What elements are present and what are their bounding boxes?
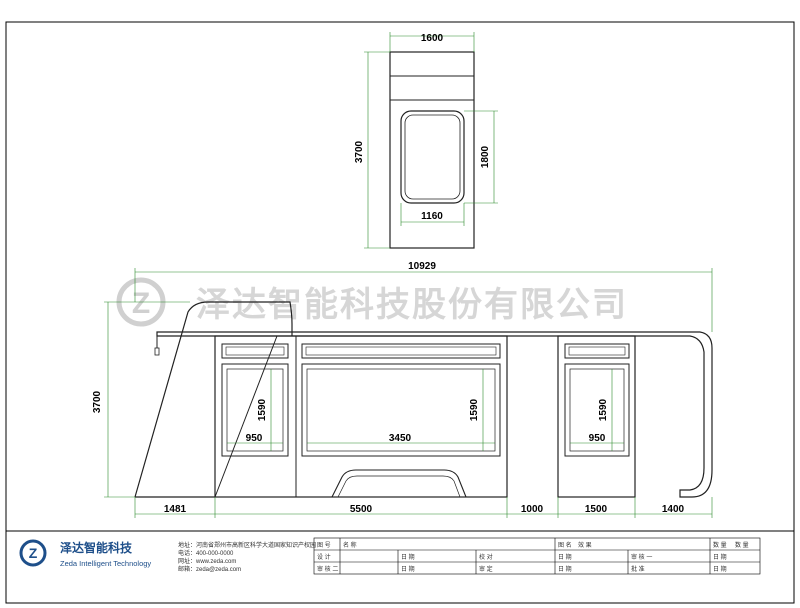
dim-window-height: 1800	[480, 145, 491, 168]
center-header-inner	[305, 346, 497, 356]
dim-total-height: 3700	[92, 390, 103, 413]
plan-dimensions: 1600 3700 1800 1160	[354, 32, 498, 249]
dim-bottom-1: 1481	[164, 504, 187, 515]
dim-left-window-height: 1590	[257, 398, 268, 421]
company-logo-letter: Z	[29, 545, 38, 561]
sheet-frame	[5, 21, 795, 604]
cell-review-2: 审 核 二	[317, 565, 338, 573]
right-header-box	[564, 343, 630, 359]
watermark-company-name: 泽达智能科技股份有限公司	[196, 286, 628, 324]
cell-approve-final: 审 定	[479, 565, 493, 573]
center-window-inner	[306, 368, 496, 452]
hook-lamp	[154, 347, 160, 356]
front-dimensions: 10929 3700 1590 1590 1590 950 3450 950	[92, 261, 713, 518]
left-window-outer	[221, 363, 289, 457]
dim-bottom-2: 5500	[350, 504, 373, 515]
main-body	[214, 335, 508, 498]
cell-review-1: 审 核 一	[631, 553, 652, 561]
cell-check: 校 对	[479, 553, 493, 561]
cell-drawing-no: 图 号	[317, 542, 331, 549]
cell-date: 日 期	[713, 553, 727, 561]
plan-window-outer	[400, 110, 465, 204]
cell-date: 日 期	[401, 565, 415, 573]
contact-line: 电话：400-000-0000	[178, 549, 234, 557]
left-slant-inner	[214, 335, 278, 498]
contact-info: 地址：河南省郑州市高新区科学大道国家知识产权园 电话：400-000-0000 …	[178, 541, 316, 573]
plan-window-inner	[404, 114, 461, 200]
center-arch-outer	[331, 469, 467, 498]
dim-center-window-height: 1590	[469, 398, 480, 421]
title-block: Z 泽达智能科技 Zeda Intelligent Technology 地址：…	[6, 530, 794, 575]
front-view: 10929 3700 1590 1590 1590 950 3450 950	[92, 261, 713, 518]
left-slant-wall	[134, 301, 293, 498]
dim-bottom-4: 1500	[585, 504, 608, 515]
title-table-labels: 图 号 名 称 图 名 效 果 数 量 数 量 设 计 日 期 校 对 日 期 …	[317, 541, 749, 573]
dim-window-width: 1160	[421, 211, 443, 222]
dim-bottom-5: 1400	[662, 504, 685, 515]
right-window-inner	[569, 368, 625, 452]
dim-center-window-width: 3450	[389, 433, 412, 444]
dim-left-window-width: 950	[246, 433, 263, 444]
cell-design: 设 计	[317, 553, 331, 561]
center-header-box	[301, 343, 501, 359]
contact-line: 邮箱：zeda@zeda.com	[178, 565, 241, 573]
cell-date: 日 期	[401, 553, 415, 561]
cell-date: 日 期	[558, 553, 572, 561]
cell-quantity-value: 数 量	[735, 541, 749, 549]
title-table-frame	[313, 537, 761, 575]
cell-drawing-name-value: 效 果	[578, 541, 592, 549]
cell-quantity: 数 量	[713, 541, 727, 549]
company-logo-icon	[19, 539, 47, 567]
dim-right-window-height: 1590	[598, 398, 609, 421]
dim-bottom-3: 1000	[521, 504, 544, 515]
center-arch-inner	[337, 475, 461, 498]
right-header-inner	[568, 346, 626, 356]
cell-date: 日 期	[713, 565, 727, 573]
left-window-inner	[226, 368, 284, 452]
left-header-inner	[225, 346, 285, 356]
dim-total-width: 10929	[408, 261, 436, 272]
company-name-en: Zeda Intelligent Technology	[60, 559, 151, 568]
right-window-outer	[564, 363, 630, 457]
watermark: Z 泽达智能科技股份有限公司	[116, 277, 628, 327]
left-header-box	[221, 343, 289, 359]
company-name-cn: 泽达智能科技	[60, 540, 133, 555]
right-body	[557, 335, 636, 498]
cell-name: 名 称	[343, 541, 357, 549]
cell-drawing-name: 图 名	[558, 541, 572, 549]
plan-outline	[389, 51, 475, 249]
roof-canopy	[156, 331, 713, 498]
dim-plan-height: 3700	[354, 140, 365, 163]
watermark-logo-letter: Z	[132, 287, 150, 320]
dim-plan-width: 1600	[421, 33, 444, 44]
title-table	[313, 537, 761, 575]
dim-right-window-width: 950	[589, 433, 606, 444]
contact-line: 网址：www.zeda.com	[178, 557, 236, 565]
center-window-outer	[301, 363, 501, 457]
contact-line: 地址：河南省郑州市高新区科学大道国家知识产权园	[178, 541, 316, 549]
cell-date: 日 期	[558, 565, 572, 573]
plan-view: 1600 3700 1800 1160	[354, 32, 498, 249]
cell-approve: 批 准	[631, 565, 645, 573]
